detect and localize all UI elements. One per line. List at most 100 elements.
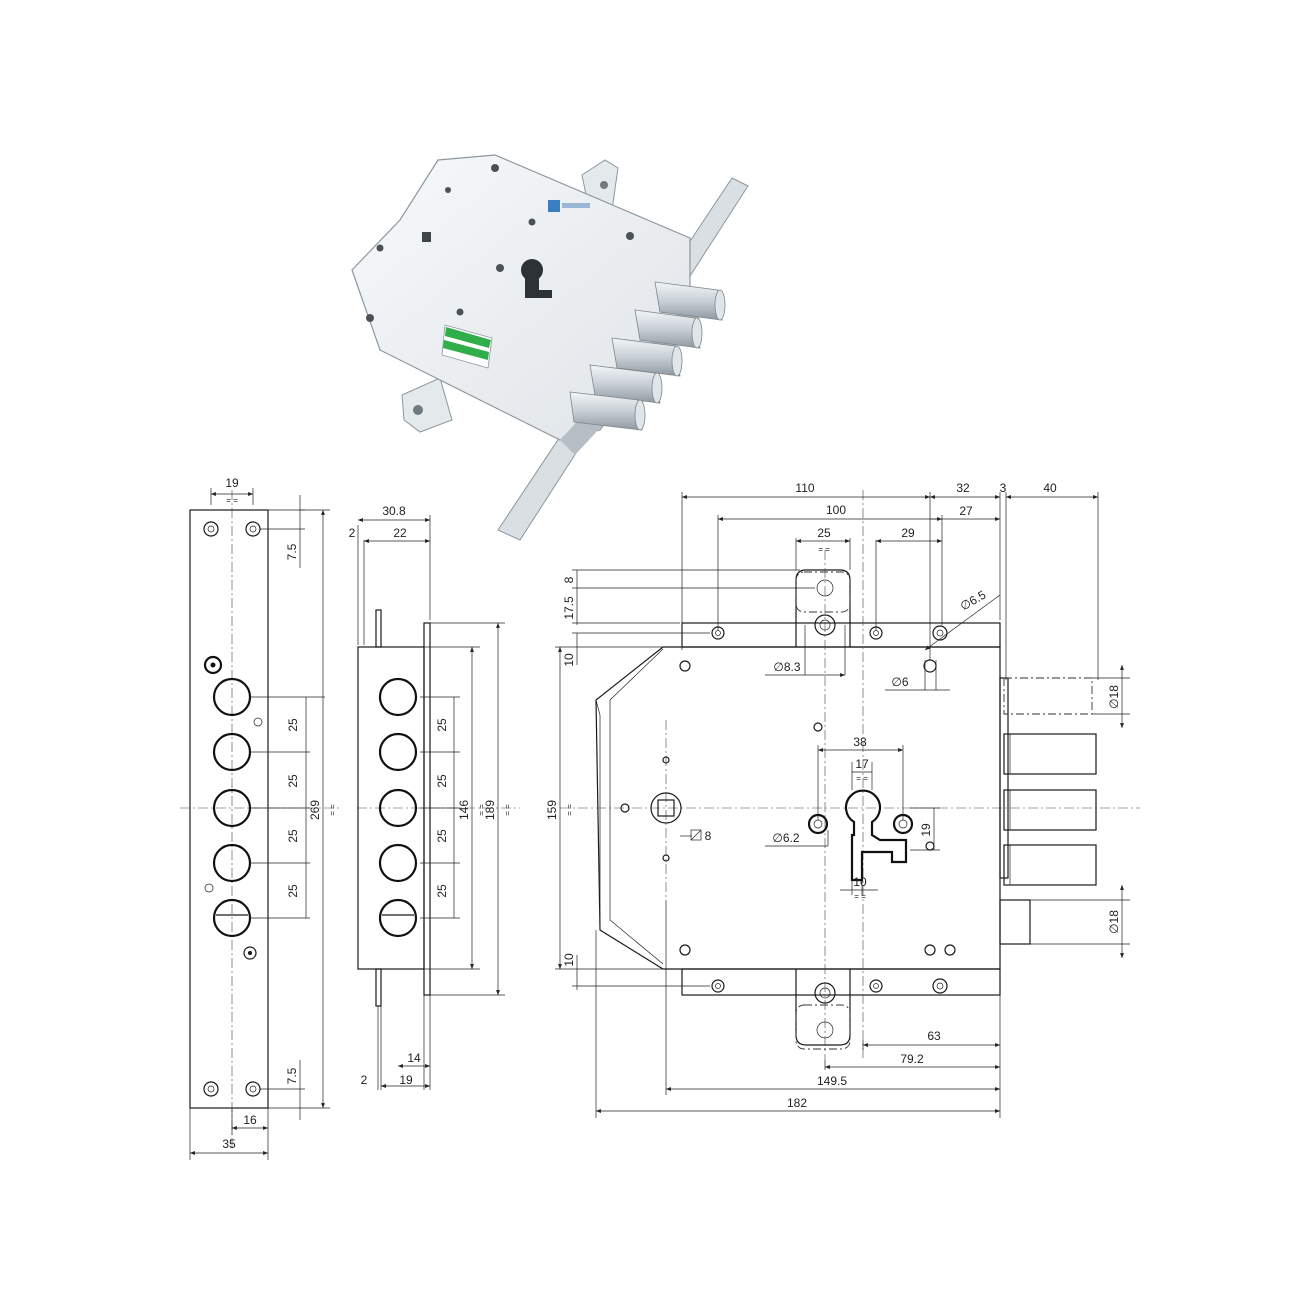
product-photo — [351, 154, 749, 541]
dim-main-29: 29 — [901, 526, 915, 540]
dim-faceplate-top-19: 19 — [225, 476, 239, 490]
main-bottom-tab — [795, 969, 851, 1046]
dim-side-height-146: 146 — [457, 800, 471, 820]
dim-main-25-equal: = = — [818, 545, 830, 554]
dim-faceplate-pitch-2: 25 — [286, 774, 300, 788]
side-view: 30.8 22 2 25 25 25 25 146 189 = = = = — [349, 504, 520, 1090]
dim-main-h159: 159 — [545, 800, 559, 820]
dim-main-3: 3 — [1000, 481, 1007, 495]
photo-hole — [366, 314, 374, 322]
dim-side-pitch-2: 25 — [435, 774, 449, 788]
dim-main-38: 38 — [853, 735, 867, 749]
photo-bracket-hole — [600, 181, 608, 189]
dim-side-plate-2: 2 — [349, 526, 356, 540]
main-view: 110 32 3 40 100 27 25 = = 29 ∅6.5 ∅8.3 — [545, 481, 1140, 1118]
main-top-flange — [681, 622, 1001, 648]
dim-faceplate-pitch-1: 25 — [286, 718, 300, 732]
photo-keyhole — [521, 259, 552, 298]
photo-hole — [376, 244, 384, 252]
photo-logo-text — [562, 203, 590, 208]
side-top-tab — [375, 609, 382, 648]
photo-square-hole — [422, 232, 431, 242]
main-top-tab — [795, 569, 851, 647]
faceplate-view: 19 = = 7.5 25 25 25 25 269 = = 7.5 — [180, 476, 340, 1160]
dim-main-v8: 8 — [562, 576, 576, 583]
photo-hole — [491, 164, 499, 172]
main-body-inner-edge — [609, 648, 664, 965]
faceplate-pitch-dims: 25 25 25 25 — [250, 696, 325, 919]
faceplate-marker-dot — [210, 662, 216, 668]
dim-main-v19: 19 — [919, 823, 933, 837]
dim-side-equal-mark-2: = = — [503, 804, 512, 816]
dim-main-182: 182 — [787, 1096, 807, 1110]
dim-faceplate-equal-mark: = = — [328, 804, 337, 816]
photo-bottom-bracket — [401, 377, 453, 433]
dim-main-32: 32 — [956, 481, 970, 495]
photo-hole — [496, 264, 504, 272]
main-body-holes — [620, 659, 956, 956]
dim-faceplate-height-269: 269 — [308, 800, 322, 820]
side-bolt-holes — [378, 677, 418, 938]
faceplate-marker-ring — [203, 655, 223, 675]
dim-main-d8-3: ∅8.3 — [773, 660, 800, 674]
dim-main-10-equal: = = — [854, 892, 866, 901]
faceplate-marker-ring — [243, 946, 257, 960]
dim-side-bottom-19: 19 — [399, 1073, 413, 1087]
dim-side-equal-mark: = = — [477, 804, 486, 816]
faceplate-bolt-holes — [212, 677, 252, 938]
dim-side-pitch-4: 25 — [435, 884, 449, 898]
dim-main-d18-top: ∅18 — [1107, 685, 1121, 709]
dim-faceplate-pitch-3: 25 — [286, 829, 300, 843]
dim-main-149-5: 149.5 — [817, 1074, 847, 1088]
main-flange-holes — [711, 625, 948, 994]
dim-faceplate-offset-16: 16 — [243, 1113, 257, 1127]
dim-side-height-189: 189 — [483, 800, 497, 820]
dim-side-bottom-2: 2 — [361, 1073, 368, 1087]
main-bottom-tab-alt — [795, 1004, 851, 1050]
dim-main-63: 63 — [927, 1029, 941, 1043]
main-top-dims: 110 32 3 40 100 27 25 = = 29 — [681, 481, 1099, 680]
dim-side-pitch-1: 25 — [435, 718, 449, 732]
dim-main-17: 17 — [855, 757, 869, 771]
dim-main-h159-equal: = = — [565, 804, 574, 816]
dim-main-d6-5: ∅6.5 — [958, 588, 989, 614]
main-follower-square — [657, 799, 675, 817]
dim-main-79-2: 79.2 — [900, 1052, 924, 1066]
main-top-tab-alt — [795, 571, 851, 613]
dim-main-d6: ∅6 — [891, 675, 908, 689]
dim-side-depth-30-8: 30.8 — [382, 504, 406, 518]
dim-main-v10-bottom: 10 — [562, 953, 576, 967]
dim-main-sq8: 8 — [705, 829, 712, 843]
photo-hole — [456, 308, 464, 316]
dim-side-inner-22: 22 — [393, 526, 407, 540]
dim-faceplate-pitch-4: 25 — [286, 884, 300, 898]
dim-main-10: 10 — [853, 875, 867, 889]
dim-faceplate-width-35: 35 — [222, 1137, 236, 1151]
photo-green-label — [441, 324, 493, 369]
dim-main-v17-5: 17.5 — [562, 596, 576, 620]
faceplate-small-hole — [204, 883, 214, 893]
dim-main-27: 27 — [959, 504, 973, 518]
side-faceplate — [423, 622, 431, 996]
dim-main-110: 110 — [795, 481, 814, 495]
dim-main-40: 40 — [1043, 481, 1057, 495]
dim-faceplate-edge-bottom: 7.5 — [285, 1067, 299, 1084]
photo-hole — [445, 187, 451, 193]
dim-side-pitch-3: 25 — [435, 829, 449, 843]
dim-main-d6-2: ∅6.2 — [772, 831, 799, 845]
photo-bolts — [569, 281, 726, 431]
dim-main-25: 25 — [817, 526, 831, 540]
side-bottom-tab — [375, 968, 382, 1007]
dim-side-bottom-14: 14 — [407, 1051, 421, 1065]
photo-logo-icon — [548, 200, 560, 212]
main-bottom-dims: 63 79.2 149.5 182 — [595, 900, 1001, 1118]
photo-bracket-hole — [413, 405, 423, 415]
dim-main-17-equal: = = — [856, 774, 868, 783]
dim-main-d18-bottom: ∅18 — [1107, 910, 1121, 934]
main-follower — [650, 792, 682, 824]
dim-main-100: 100 — [826, 503, 846, 517]
photo-hole — [528, 218, 536, 226]
faceplate-small-hole — [253, 717, 263, 727]
